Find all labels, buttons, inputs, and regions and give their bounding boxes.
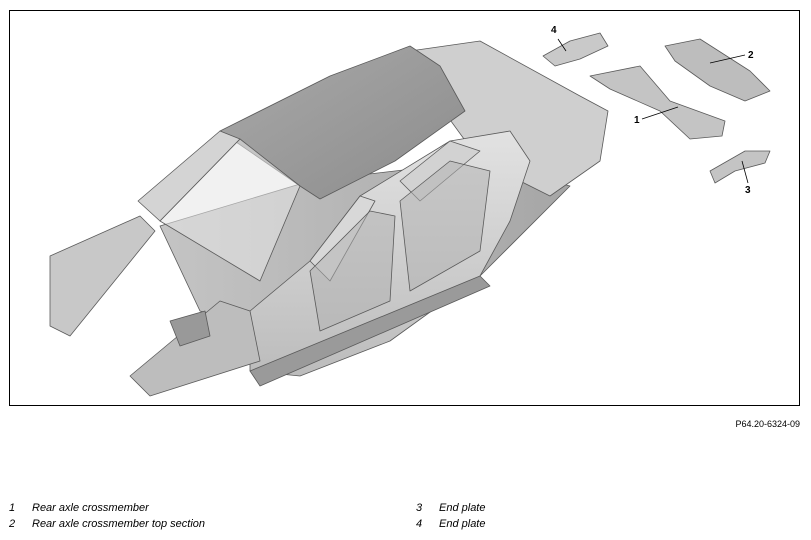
callout-2: 2: [748, 50, 754, 61]
car-body-illustration: 4 2 1 3: [49, 25, 771, 397]
legend-number: 4: [416, 518, 423, 530]
rear-door-opening: [399, 160, 491, 292]
part-1-crossmember: [589, 65, 726, 140]
body-in-white: [49, 40, 609, 397]
callout-3: 3: [745, 185, 751, 196]
front-door-opening: [309, 210, 396, 332]
strut-tower: [169, 310, 211, 347]
legend-text: Rear axle crossmember top section: [32, 518, 206, 530]
callout-4: 4: [551, 25, 557, 36]
illustration-frame: 4 2 1 3: [9, 10, 800, 406]
side-sill: [249, 275, 491, 387]
detached-parts: [542, 32, 771, 184]
legend-text: End plate: [439, 502, 486, 514]
part-3-end-plate: [709, 150, 771, 184]
legend-text: End plate: [439, 518, 486, 530]
part-2-top-section: [664, 38, 771, 102]
figure-reference: P64.20-6324-09: [735, 419, 800, 429]
callout-1: 1: [634, 115, 640, 126]
front-rail-left: [49, 215, 156, 337]
legend-number: 3: [416, 502, 423, 514]
rear-deck: [409, 40, 609, 197]
legend-text: Rear axle crossmember: [32, 502, 149, 514]
front-windshield-frame: [159, 138, 301, 282]
leader-lines: [557, 38, 749, 184]
part-4-end-plate: [542, 32, 609, 67]
legend-number: 1: [9, 502, 16, 514]
legend-number: 2: [9, 518, 16, 530]
roof-panel: [219, 45, 466, 200]
